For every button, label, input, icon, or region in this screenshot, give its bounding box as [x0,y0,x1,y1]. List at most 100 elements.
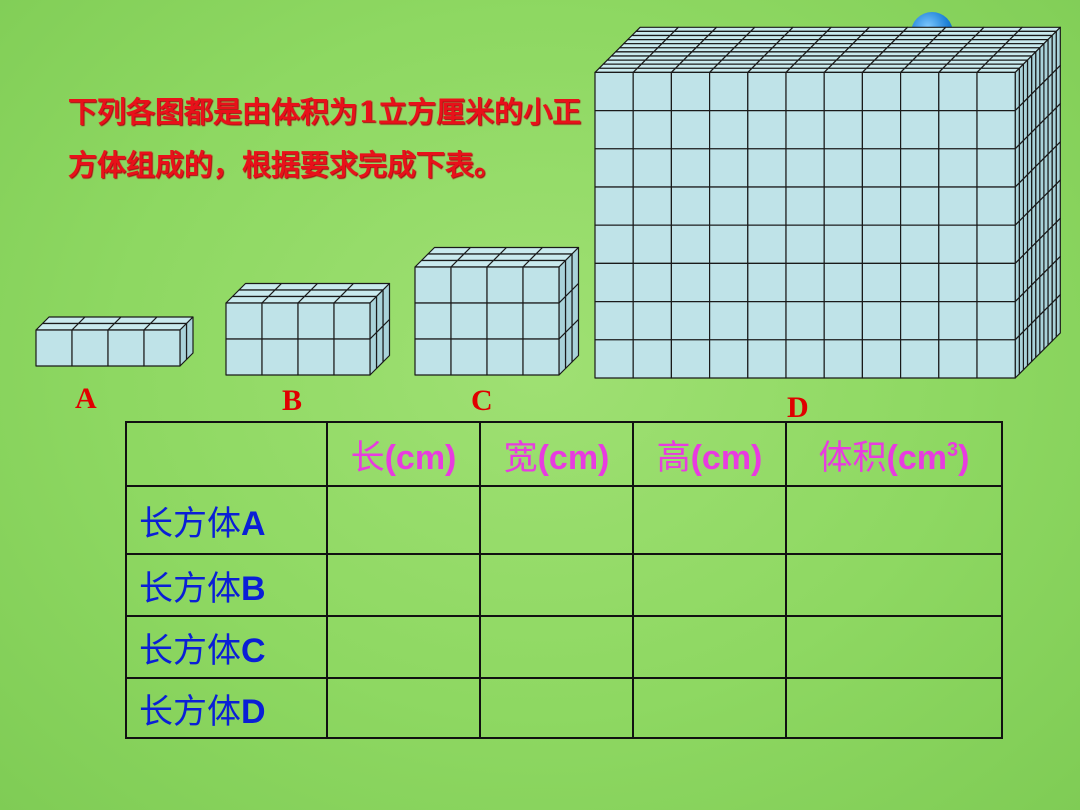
cube-top-face [745,30,790,37]
cube-top-face [747,67,791,74]
cell-b-height[interactable] [632,553,787,617]
cell-a-height[interactable] [632,485,787,555]
cube-top-face [648,51,693,57]
cube-top-face [310,282,355,291]
cube-front-face [225,302,263,340]
cell-b-volume[interactable] [785,553,1003,617]
cube-front-face [486,338,524,376]
cube-top-face [261,295,306,304]
cube-top-face [954,51,999,57]
cell-a-width[interactable] [479,485,634,555]
cube-top-face [640,59,685,65]
cube-top-face [785,67,829,74]
cell-d-volume[interactable] [785,677,1003,739]
cube-front-face [594,262,634,303]
cube-front-face [938,186,978,226]
cube-side-face [1055,255,1061,300]
cube-side-face [1026,322,1033,367]
cube-front-face [861,148,902,188]
cube-front-face [899,339,940,379]
cube-front-face [225,338,263,376]
cube-top-face [1013,30,1057,37]
cube-top-face [149,316,194,325]
cube-top-face [598,63,643,69]
cube-front-face [522,338,560,376]
cube-side-face [1022,326,1029,371]
cube-top-face [297,295,342,304]
cube-side-face [1018,63,1025,108]
cube-top-face [932,34,977,41]
cube-side-face [1022,135,1029,180]
cell-d-width[interactable] [479,677,634,739]
cube-top-face [970,34,1015,41]
cube-front-face [261,302,299,340]
cube-side-face [1014,296,1020,341]
cube-front-face [522,266,560,304]
cube-top-face [882,47,926,53]
cube-front-face [708,224,749,264]
cube-front-face [747,224,787,264]
cube-top-face [708,67,753,74]
cell-d-height[interactable] [632,677,787,739]
cube-top-face [950,55,995,61]
cube-top-face [683,55,727,61]
cube-side-face [1018,140,1025,184]
cube-top-face [1000,43,1045,49]
cube-front-face [708,148,749,188]
cube-top-face [231,289,276,298]
cube-top-face [678,59,723,65]
cube-top-face [274,282,319,291]
cube-side-face [1035,161,1041,206]
cube-top-face [826,26,870,32]
cube-side-face [1043,77,1049,121]
cell-c-height[interactable] [632,615,787,679]
cube-side-face [558,259,567,304]
cube-top-face [789,63,834,69]
cube-side-face [1030,127,1037,172]
cube-side-face [564,289,573,334]
solid-label-c: C [471,384,493,417]
cube-front-face [297,338,335,376]
cube-side-face [1030,165,1037,210]
cube-side-face [1051,30,1057,75]
cube-top-face [486,259,531,268]
cube-side-face [1014,220,1020,264]
cube-top-face [938,67,982,74]
cube-front-face [976,301,1016,341]
cube-front-face [823,262,864,303]
header-volume: 体积(cm3) [785,421,1003,487]
cube-front-face [899,262,940,303]
cube-front-face [785,339,825,379]
cube-front-face [899,224,940,264]
cube-top-face [594,67,638,74]
cube-top-face [904,63,948,69]
cell-a-length[interactable] [326,485,481,555]
cube-front-face [632,109,673,150]
cell-b-width[interactable] [479,553,634,617]
cube-side-face [1026,131,1033,176]
cube-front-face [976,186,1016,226]
cell-c-width[interactable] [479,615,634,679]
cube-side-face [1039,234,1045,278]
cube-front-face [594,109,634,150]
cube-top-face [463,246,508,255]
cell-d-length[interactable] [326,677,481,739]
cube-side-face [382,282,391,327]
cube-side-face [1043,115,1049,159]
cell-b-length[interactable] [326,553,481,617]
cell-c-length[interactable] [326,615,481,679]
cube-side-face [1051,221,1057,266]
cube-front-face [594,224,634,264]
cube-front-face [594,339,634,379]
cell-a-volume[interactable] [785,485,1003,555]
cube-top-face [936,30,981,37]
cube-side-face [1035,47,1041,91]
cube-top-face [788,26,832,32]
cube-side-face [1014,182,1020,226]
cube-front-face [670,109,711,150]
cell-c-volume[interactable] [785,615,1003,679]
cube-front-face [107,329,145,367]
cube-front-face [976,224,1016,264]
cube-top-face [420,253,465,262]
cube-top-face [1009,34,1053,41]
